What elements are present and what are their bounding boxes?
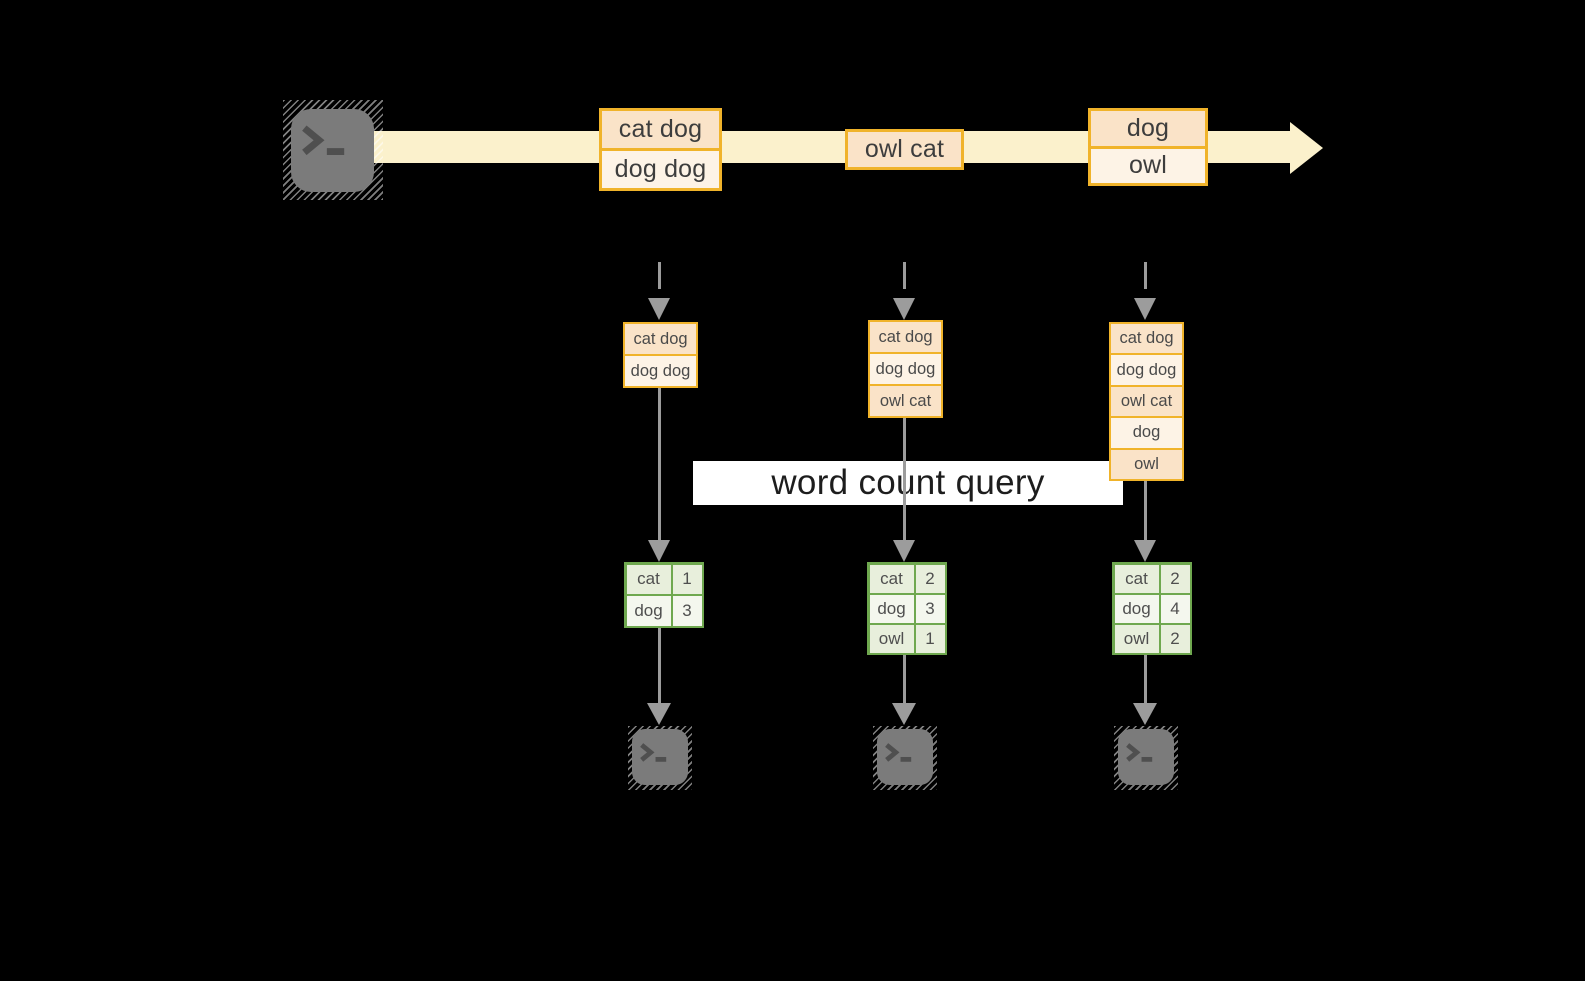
- buffer-item: owl cat: [870, 384, 941, 416]
- count-cell: 2: [1160, 564, 1190, 593]
- arrow-line: [903, 655, 906, 704]
- arrowhead-icon: [892, 703, 916, 725]
- count-table-2: cat 2 dog 3 owl 1: [867, 562, 947, 655]
- arrowhead-icon: [648, 298, 670, 320]
- stream-arrowhead-icon: [1290, 122, 1323, 174]
- word-cell: cat: [626, 564, 671, 594]
- buffer-stack-1: cat dog dog dog: [623, 322, 698, 388]
- dashed-arrow-segment: [903, 262, 906, 289]
- event-box-2: owl cat: [845, 129, 964, 170]
- arrowhead-icon: [647, 703, 671, 725]
- event-box-1: cat dog dog dog: [599, 108, 722, 191]
- count-table-3: cat 2 dog 4 owl 2: [1112, 562, 1192, 655]
- terminal-icon: [628, 726, 692, 790]
- count-table-1: cat 1 dog 3: [624, 562, 704, 628]
- terminal-icon: [873, 726, 937, 790]
- terminal-icon: [283, 100, 383, 200]
- event-text: dog: [1091, 111, 1205, 146]
- count-cell: 1: [672, 564, 702, 594]
- buffer-stack-3: cat dog dog dog owl cat dog owl: [1109, 322, 1184, 481]
- arrow-line: [658, 628, 661, 704]
- dashed-arrow-segment: [1144, 262, 1147, 289]
- dashed-arrow-segment: [658, 262, 661, 289]
- word-cell: cat: [869, 564, 914, 593]
- buffer-item: owl cat: [1111, 384, 1182, 417]
- buffer-stack-2: cat dog dog dog owl cat: [868, 320, 943, 418]
- word-cell: dog: [626, 596, 671, 626]
- arrow-line: [903, 418, 906, 541]
- query-label: word count query: [693, 461, 1123, 505]
- terminal-icon: [1114, 726, 1178, 790]
- count-cell: 3: [672, 596, 702, 626]
- arrowhead-icon: [893, 540, 915, 562]
- buffer-item: cat dog: [870, 322, 941, 352]
- count-cell: 4: [1160, 594, 1190, 623]
- count-cell: 1: [915, 624, 945, 653]
- buffer-item: cat dog: [625, 324, 696, 354]
- buffer-item: cat dog: [1111, 324, 1182, 354]
- count-cell: 2: [1160, 624, 1190, 653]
- count-cell: 2: [915, 564, 945, 593]
- arrowhead-icon: [1133, 703, 1157, 725]
- event-text: dog dog: [602, 148, 719, 188]
- word-cell: cat: [1114, 564, 1159, 593]
- word-cell: dog: [1114, 594, 1159, 623]
- terminal-prompt-icon: [632, 729, 688, 785]
- terminal-prompt-icon: [1118, 729, 1174, 785]
- arrow-line: [1144, 655, 1147, 704]
- buffer-item: dog: [1111, 416, 1182, 448]
- word-cell: owl: [869, 624, 914, 653]
- event-text: owl: [1091, 145, 1205, 183]
- buffer-item: dog dog: [625, 354, 696, 386]
- buffer-item: dog dog: [870, 352, 941, 384]
- word-cell: owl: [1114, 624, 1159, 653]
- arrow-line: [658, 388, 661, 541]
- terminal-prompt-icon: [877, 729, 933, 785]
- event-text: owl cat: [848, 132, 961, 167]
- arrowhead-icon: [893, 298, 915, 320]
- count-cell: 3: [915, 594, 945, 623]
- terminal-prompt-icon: [291, 109, 374, 192]
- arrowhead-icon: [648, 540, 670, 562]
- word-cell: dog: [869, 594, 914, 623]
- arrowhead-icon: [1134, 540, 1156, 562]
- arrowhead-icon: [1134, 298, 1156, 320]
- event-text: cat dog: [602, 111, 719, 148]
- arrow-line: [1144, 481, 1147, 541]
- buffer-item: owl: [1111, 447, 1182, 480]
- event-box-3: dog owl: [1088, 108, 1208, 186]
- buffer-item: dog dog: [1111, 353, 1182, 385]
